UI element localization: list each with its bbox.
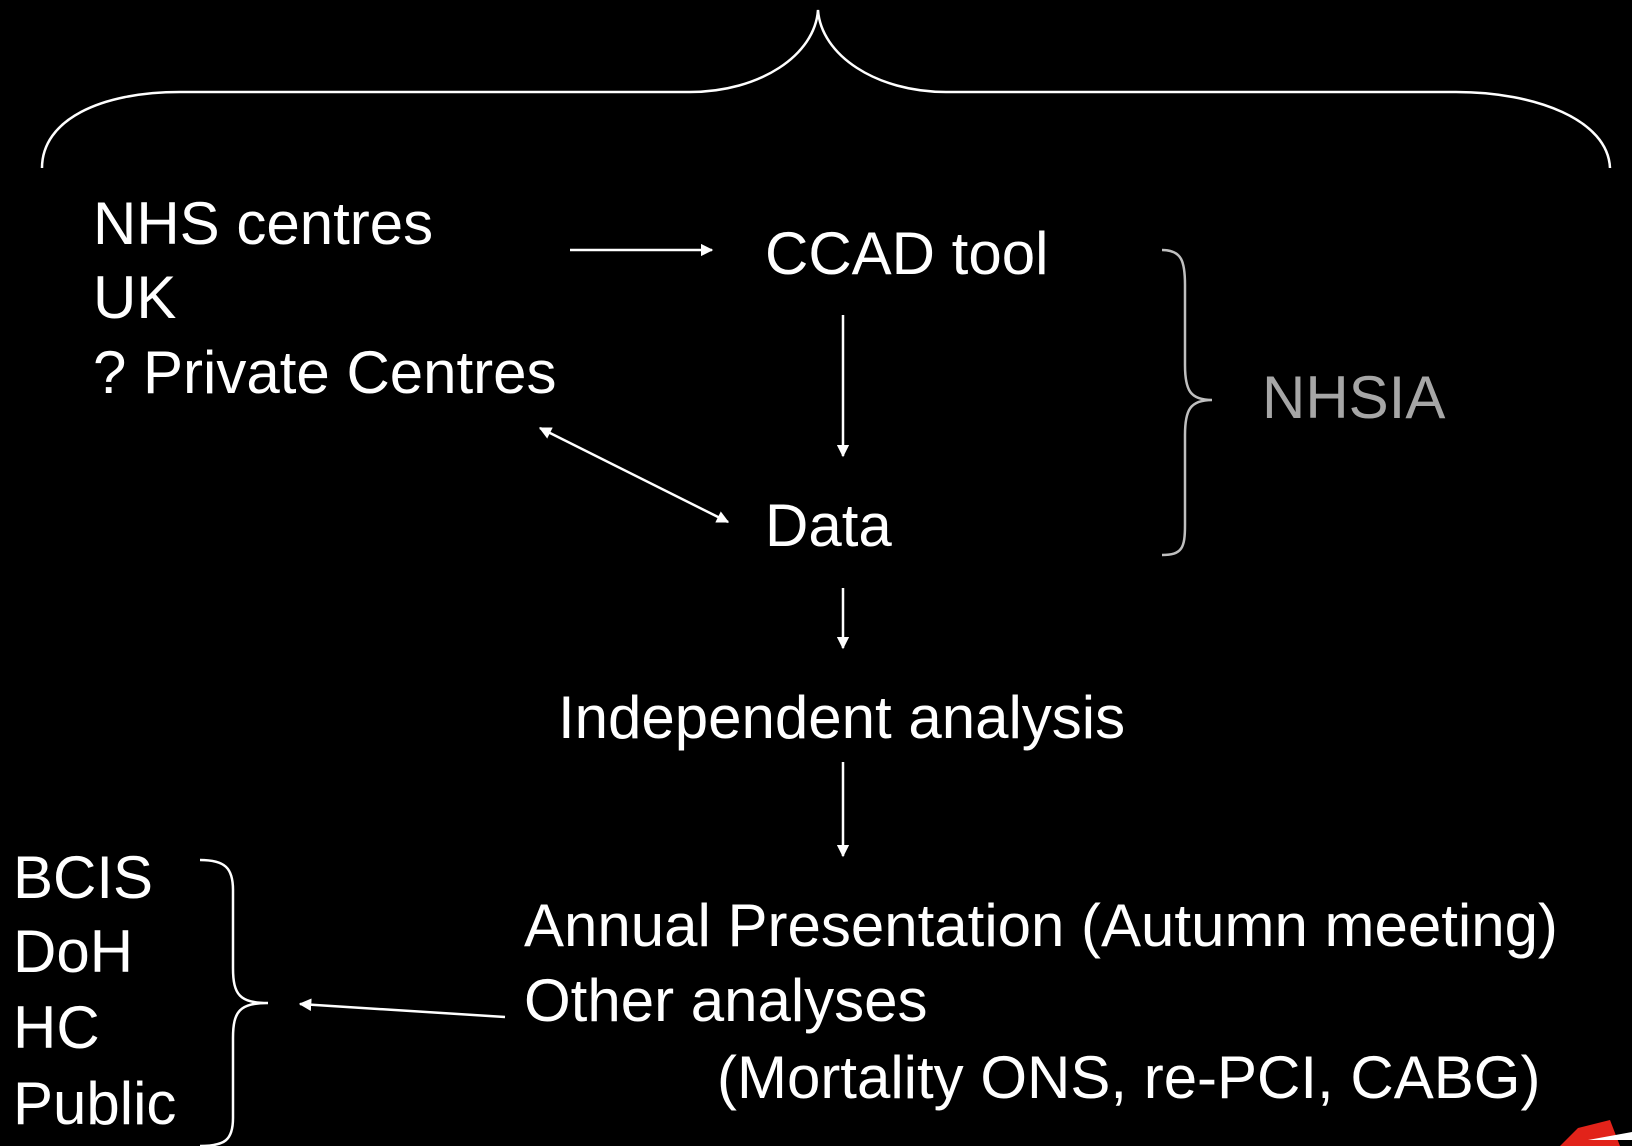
output-annual-presentation: Annual Presentation (Autumn meeting) [524,892,1558,959]
source-private-centres: ? Private Centres [93,339,557,406]
audience-hc: HC [13,994,100,1061]
independent-analysis-label: Independent analysis [558,684,1126,751]
arrow-sources-data-bidirectional [538,426,730,524]
logo-fragment [1560,1120,1632,1146]
ccad-tool-label: CCAD tool [765,220,1049,287]
audience-doh: DoH [13,918,134,985]
nhsia-label: NHSIA [1262,364,1446,431]
audience-brace [199,858,269,1146]
data-label: Data [765,492,892,559]
top-brace [40,9,1612,169]
output-mortality-details: (Mortality ONS, re-PCI, CABG) [717,1044,1541,1111]
output-other-analyses: Other analyses [524,967,928,1034]
audience-bcis: BCIS [13,844,154,911]
audience-public: Public [13,1070,177,1137]
arrow-outputs-to-audience [298,998,506,1019]
nhsia-brace [1161,248,1213,557]
source-uk: UK [93,264,177,331]
source-nhs-centres: NHS centres [93,190,434,257]
